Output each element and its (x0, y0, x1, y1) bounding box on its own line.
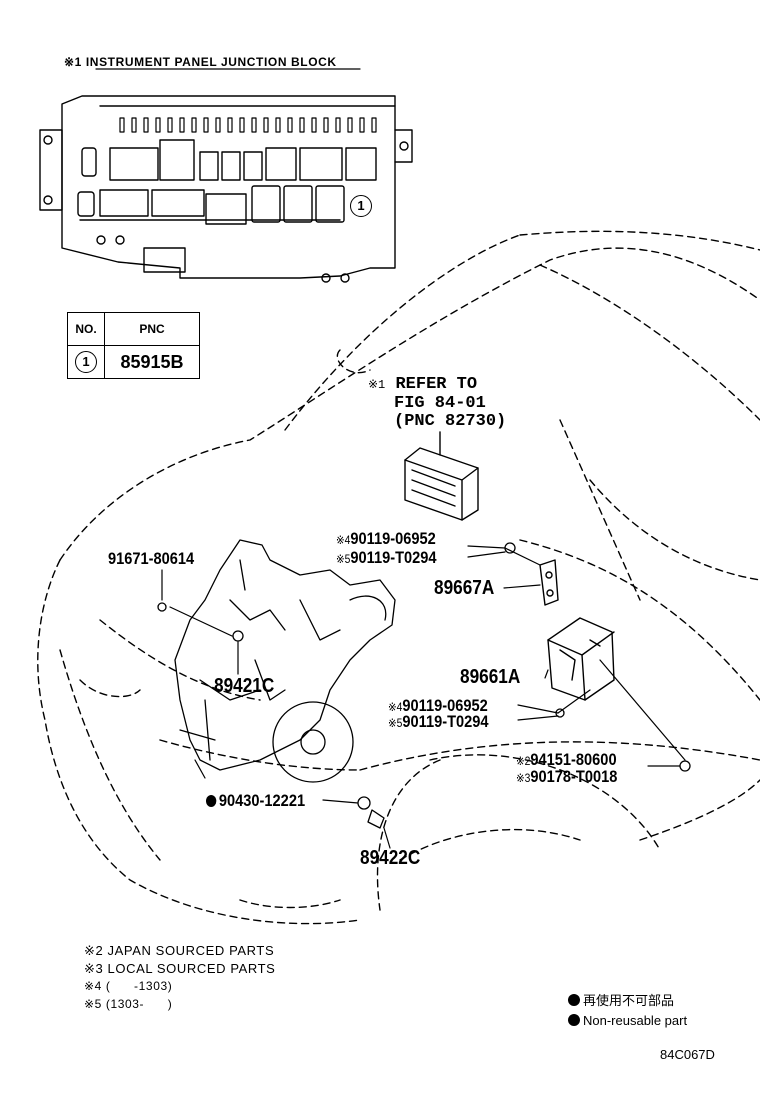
part-label-89421c: 89421C (214, 675, 275, 697)
leader-lines (161, 545, 686, 849)
part-label-90119-06952-upper: ※490119-06952 (336, 529, 436, 548)
footnote-japan-sourced: ※2 JAPAN SOURCED PARTS (84, 943, 275, 958)
header-title-mark: ※1 (64, 55, 82, 69)
legend-non-reusable-jp: 再使用不可部品 (568, 994, 674, 1007)
part-label-90119-06952-lower: ※490119-06952 (388, 696, 488, 715)
figure-code: 84C067D (660, 1047, 715, 1062)
vehicle-outline (37, 230, 760, 925)
part-label-90119-t0294-upper: ※590119-T0294 (336, 548, 437, 567)
refer-note-mark: ※1 (368, 378, 386, 392)
pnc-row-value: 85915B (104, 345, 200, 379)
junction-block-drawing (39, 95, 413, 283)
part-label-91671-80614: 91671-80614 (108, 549, 195, 568)
footnote-after-1303: ※5 (1303- ) (84, 997, 173, 1011)
pnc-col-no: NO. (67, 312, 105, 346)
engine-drawing (174, 539, 396, 783)
part-label-89422c: 89422C (360, 847, 421, 869)
ecu-reference-drawing (404, 431, 479, 521)
refer-note: ※1 REFER TO (368, 376, 477, 393)
bracket-89667a-drawing (539, 559, 559, 606)
table-row: 1 85915B (67, 345, 200, 379)
sensor-89661a-drawing (547, 617, 615, 701)
part-label-94151-80600: ※294151-80600 (516, 750, 617, 769)
junction-block-callout: 1 (350, 195, 372, 217)
header-title: ※1 INSTRUMENT PANEL JUNCTION BLOCK (64, 56, 337, 68)
pnc-table: NO. PNC 1 85915B (67, 312, 200, 379)
part-label-89661a: 89661A (460, 666, 521, 688)
legend-dot-icon (568, 1014, 580, 1026)
footnote-before-1303: ※4 ( -1303) (84, 979, 173, 993)
legend-dot-icon (568, 994, 580, 1006)
pnc-col-pnc: PNC (104, 312, 200, 346)
refer-note-line2: FIG 84-01 (394, 394, 486, 413)
part-label-90119-t0294-lower: ※590119-T0294 (388, 712, 489, 731)
refer-note-line3: (PNC 82730) (394, 412, 507, 431)
pnc-row-no: 1 (67, 345, 105, 379)
header-title-text: INSTRUMENT PANEL JUNCTION BLOCK (85, 55, 337, 69)
legend-non-reusable-en: Non-reusable part (568, 1014, 687, 1027)
part-label-90178-t0018: ※390178-T0018 (516, 767, 618, 786)
part-label-90430-12221: 90430-12221 (206, 792, 305, 809)
footnote-local-sourced: ※3 LOCAL SOURCED PARTS (84, 961, 276, 976)
non-reusable-dot-icon (206, 795, 217, 807)
part-label-89667a: 89667A (434, 577, 495, 599)
pnc-table-header: NO. PNC (67, 312, 200, 346)
refer-note-line1: REFER TO (395, 375, 478, 394)
